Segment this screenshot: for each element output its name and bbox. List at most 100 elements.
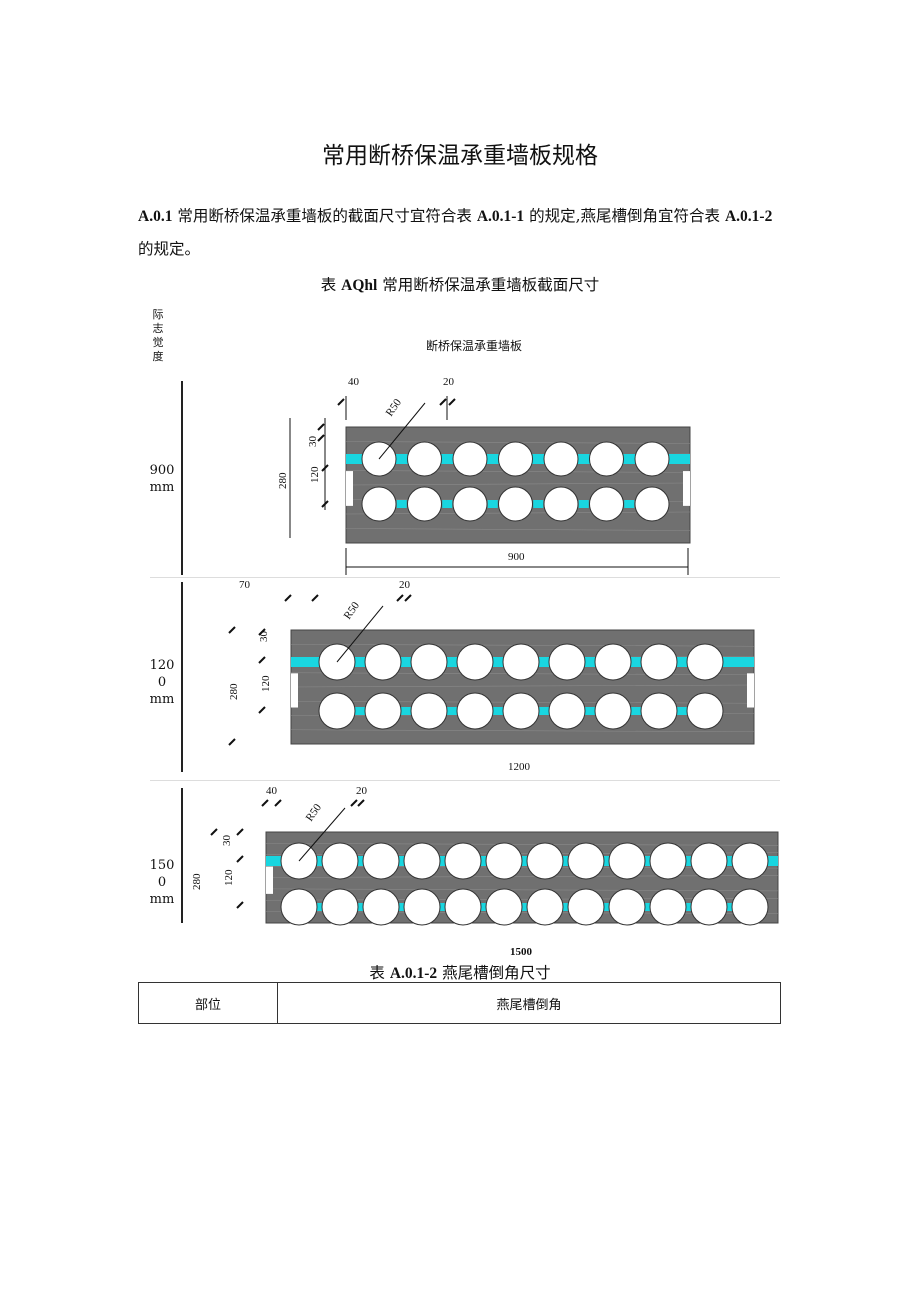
hollow-core	[498, 441, 533, 477]
hollow-core	[364, 643, 402, 681]
dim-tick	[258, 628, 266, 636]
insulation-bridge	[677, 707, 687, 715]
dim-tick	[228, 626, 236, 634]
hollow-core	[594, 692, 632, 730]
hollow-core	[403, 888, 441, 926]
offset-dim: 40	[266, 785, 278, 797]
insulation-bridge	[683, 903, 694, 911]
table-cell: 燕尾槽倒角	[277, 982, 781, 1024]
joint-dim: 20	[356, 785, 368, 797]
hollow-core	[686, 692, 724, 730]
dovetail-right	[683, 471, 690, 506]
row-label-1500: 150 0 mm	[149, 858, 175, 907]
offset-dim: 40	[348, 376, 360, 388]
hollow-core	[526, 842, 564, 880]
radius-leader	[378, 402, 426, 460]
hollow-core	[498, 486, 533, 522]
total-width-dim: 900	[508, 551, 525, 563]
insulation-bridge	[442, 500, 453, 508]
insulation-bridge	[396, 500, 407, 508]
dim-tick	[317, 423, 325, 431]
table-cell: 部位	[138, 982, 278, 1024]
page-title: 常用断桥保温承重墙板规格	[322, 143, 598, 169]
dim-tick	[448, 398, 456, 406]
row-divider-3	[181, 788, 183, 923]
caption-id: AQhl	[341, 277, 378, 294]
joint-dim: 20	[399, 579, 411, 591]
hollow-core	[403, 842, 441, 880]
insulation-bridge	[519, 903, 530, 911]
hollow-core	[362, 888, 400, 926]
total-width-dim: 1500	[510, 946, 533, 958]
pitch-dim: 120	[309, 466, 321, 483]
dim-tick	[236, 828, 244, 836]
hollow-core	[589, 441, 624, 477]
dim-tick	[439, 398, 447, 406]
hollow-core	[731, 842, 769, 880]
hollow-core	[410, 643, 448, 681]
caption-prefix: 表	[369, 964, 390, 982]
para-text-2: 的规定,燕尾槽倒角宜符合表	[524, 207, 725, 225]
hollow-core	[731, 888, 769, 926]
dim-tick	[284, 594, 292, 602]
row-label-1200: 120 0 mm	[149, 658, 175, 707]
dovetail-left	[291, 673, 298, 708]
dim-tick	[311, 594, 319, 602]
height-dim: 280	[277, 472, 289, 489]
dovetail-right	[747, 673, 754, 708]
hollow-core	[280, 888, 318, 926]
insulation-bridge	[355, 707, 365, 715]
insulation-bridge	[724, 903, 735, 911]
panel-texture	[265, 888, 779, 892]
panel-texture	[290, 684, 755, 688]
insulation-bridge	[478, 903, 489, 911]
hollow-core	[690, 888, 728, 926]
insulation-bridge	[401, 707, 411, 715]
hollow-core	[485, 842, 523, 880]
dovetail-left	[346, 471, 353, 506]
pitch-dim: 120	[223, 869, 235, 886]
row-divider-1	[181, 381, 183, 575]
dim-tick	[321, 500, 329, 508]
top-dim: 30	[221, 835, 233, 847]
hollow-core	[407, 486, 442, 522]
dim-tick	[236, 901, 244, 909]
table2: 部位 燕尾槽倒角	[138, 982, 781, 1024]
hollow-core	[456, 643, 494, 681]
insulation-bridge	[355, 903, 366, 911]
row-separator	[150, 780, 780, 781]
table1-caption: 表 AQhl 常用断桥保温承重墙板截面尺寸	[0, 273, 920, 295]
insulation-bridge	[631, 707, 641, 715]
top-dim: 30	[307, 436, 319, 448]
clause-number: A.0.1	[138, 208, 173, 225]
hollow-core	[608, 888, 646, 926]
hollow-core	[640, 643, 678, 681]
dim-tick	[274, 799, 282, 807]
pitch-dim: 120	[260, 675, 272, 692]
hollow-core	[321, 842, 359, 880]
radius-label: R50	[342, 599, 363, 621]
insulation-bridge	[642, 903, 653, 911]
clause-paragraph: A.0.1 常用断桥保温承重墙板的截面尺寸宜符合表 A.0.1-1 的规定,燕尾…	[138, 200, 788, 266]
hollow-core	[410, 692, 448, 730]
joint-dim: 20	[443, 376, 455, 388]
hollow-core	[690, 842, 728, 880]
dim-tick	[337, 398, 345, 406]
hollow-core	[502, 643, 540, 681]
hollow-core	[640, 692, 678, 730]
hollow-core	[589, 486, 624, 522]
caption-text: 燕尾槽倒角尺寸	[437, 964, 551, 982]
para-text-1: 常用断桥保温承重墙板的截面尺寸宜符合表	[172, 207, 477, 225]
row-divider-2	[181, 582, 183, 772]
hollow-core	[407, 441, 442, 477]
insulation-bridge	[437, 903, 448, 911]
panel-texture	[265, 843, 779, 846]
hollow-core	[362, 842, 400, 880]
insulation-bridge	[447, 707, 457, 715]
para-text-3: 的规定。	[138, 240, 201, 258]
row-header: 际志觉度	[152, 308, 164, 363]
hollow-core	[548, 643, 586, 681]
row-separator	[150, 577, 780, 578]
radius-label: R50	[384, 396, 405, 418]
